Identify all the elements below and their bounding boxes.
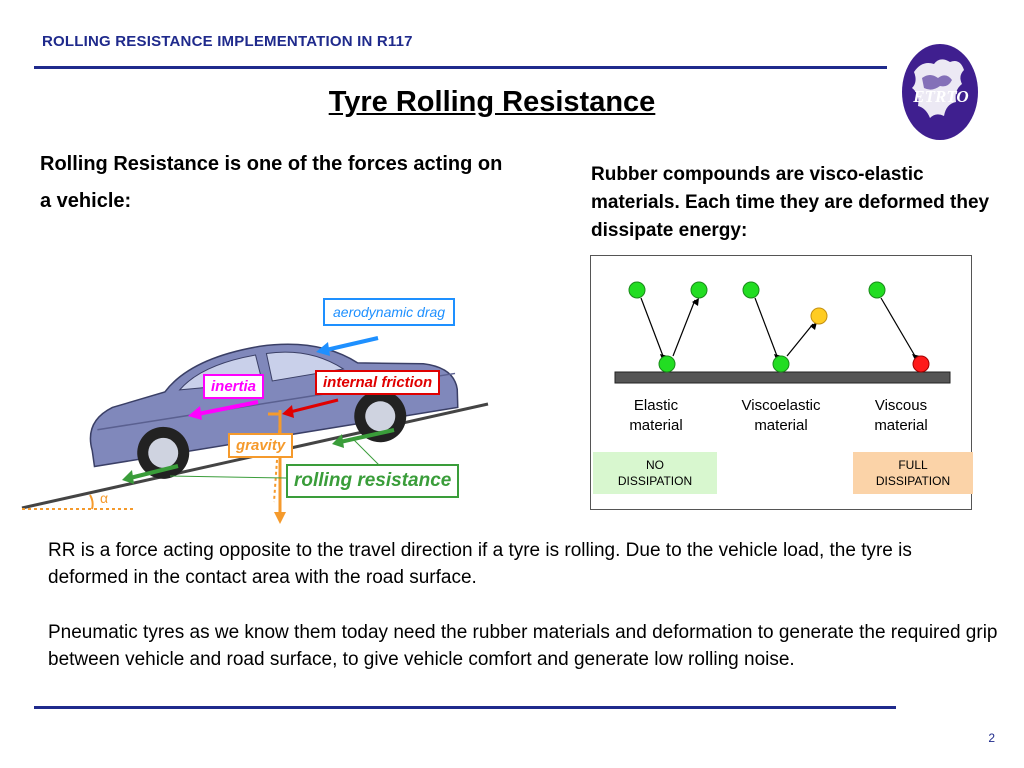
left-intro-text: Rolling Resistance is one of the forces … [40,153,503,212]
full-dissipation-line2: DISSIPATION [875,474,951,488]
elastic-label-line1: Elastic [633,397,679,414]
elastic-label-line2: material [629,417,683,434]
elastic-incoming-path [640,297,664,357]
no-dissipation-badge: NO DISSIPATION [593,452,717,494]
rolling-resistance-arrow-rear [129,464,179,480]
internal-friction-arrowhead [282,405,294,418]
page-number: 2 [988,731,995,745]
viscous-label-line1: Viscous [874,397,928,414]
no-dissipation-line1: NO [646,458,664,472]
materials-diagram: Elastic material Viscoelastic material V… [590,255,973,510]
viscoelastic-rebound-path [786,323,814,357]
viscous-ball-impact [912,355,930,373]
viscoelastic-ball-impact [772,355,790,373]
rolling-resistance-pointer-rear [169,475,287,479]
elastic-ball-end [690,281,708,299]
gravity-component-line [273,417,281,503]
viscoelastic-label-line2: material [754,417,808,434]
inertia-arrow [197,400,259,416]
logo-text: ETRTO [912,87,968,106]
rolling-resistance-arrowhead-rear [122,470,134,484]
viscous-incoming-path [880,297,916,357]
header-title: ROLLING RESISTANCE IMPLEMENTATION IN R11… [42,33,413,50]
rolling-resistance-label: rolling resistance [286,464,460,498]
full-dissipation-badge: FULL DISSIPATION [853,452,973,494]
angle-label: α [100,490,109,506]
rolling-resistance-pointer-front [353,439,381,467]
elastic-ball-start [628,281,646,299]
paragraph-pneumatic-tyres: Pneumatic tyres as we know them today ne… [48,622,998,670]
aero-drag-arrow [325,336,379,352]
aerodynamic-drag-label: aerodynamic drag [323,298,456,326]
elastic-rebound-path [672,299,696,357]
forces-diagram: aerodynamic drag inertia internal fricti… [18,290,508,530]
right-intro-text: Rubber compounds are visco-elastic mater… [591,164,990,241]
viscoelastic-material-label: Viscoelastic material [726,396,836,436]
impact-surface [614,371,951,384]
footer-divider [34,706,896,709]
viscoelastic-ball-start [742,281,760,299]
viscoelastic-incoming-path [754,297,778,357]
paragraph-rr-definition: RR is a force acting opposite to the tra… [48,540,912,588]
rolling-resistance-arrowhead-front [332,434,344,448]
gravity-arrowhead [274,512,286,524]
internal-friction-label: internal friction [315,370,441,395]
internal-friction-arrow [289,398,339,414]
viscous-material-label: Viscous material [856,396,946,436]
angle-arc [89,494,94,510]
viscoelastic-rebound-arrowhead [810,322,817,330]
inertia-label: inertia [203,374,265,399]
inertia-arrowhead [188,406,202,420]
viscoelastic-ball-end [810,307,828,325]
etrto-logo: ETRTO [900,42,980,146]
no-dissipation-line2: DISSIPATION [617,474,693,488]
viscoelastic-label-line1: Viscoelastic [741,397,821,414]
elastic-material-label: Elastic material [611,396,701,436]
viscous-label-line2: material [874,417,928,434]
gravity-label: gravity [228,433,294,458]
full-dissipation-line1: FULL [898,458,928,472]
header-divider [34,66,887,69]
slide-title: Tyre Rolling Resistance [328,86,656,118]
aero-drag-arrowhead [316,342,330,356]
elastic-rebound-arrowhead [692,298,699,306]
elastic-ball-impact [658,355,676,373]
viscous-ball-start [868,281,886,299]
rolling-resistance-arrow-front [339,428,395,444]
